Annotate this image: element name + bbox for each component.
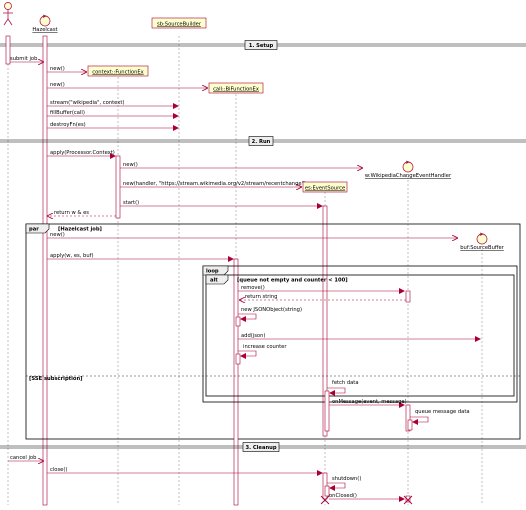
activation-handler-closed: [405, 495, 411, 503]
label-submit-job: submit job: [10, 56, 38, 62]
activation-self-fetch: [324, 390, 330, 432]
label-destroy: destroyFn(es): [50, 122, 86, 128]
label-on-closed: onClosed(): [329, 493, 357, 499]
label-return-string: return string: [245, 294, 277, 300]
source-buffer-control-icon: [476, 232, 488, 245]
participant-box-bifunction-ex: [208, 82, 264, 94]
frame-par: par [Hazelcast job]: [25, 223, 521, 440]
msg-fetch-data: [327, 387, 346, 396]
activation-hazelcast: [42, 35, 48, 506]
label-fill-buffer: fillBuffer(call): [50, 110, 85, 116]
label-queue-data: queue message data: [415, 409, 470, 415]
divider-cleanup: 3. Cleanup: [0, 442, 526, 452]
label-new-buffer: new(): [50, 232, 65, 238]
msg-shutdown: [327, 482, 346, 491]
destroy-event-handler-icon: [403, 495, 413, 505]
participant-hazelcast: Hazelcast: [32, 27, 57, 33]
label-increase-counter: increase counter: [243, 344, 287, 350]
frame-alt: alt [queue not empty and counter < 100]: [205, 274, 515, 397]
participant-box-source-builder: [151, 17, 207, 29]
label-start: start(): [123, 200, 139, 206]
svg-text:loop: loop: [206, 269, 219, 275]
label-new-handler: new(): [123, 162, 138, 168]
label-new-event-source: new(handler, "https://stream.wikimedia.o…: [123, 181, 306, 187]
participant-event-source: es:EventSource: [305, 186, 345, 192]
label-new-bifunction: new(): [50, 82, 65, 88]
label-stream: stream("wikipedia", context): [50, 100, 124, 106]
label-new-function: new(): [50, 66, 65, 72]
label-new-json: new JSONObject(string): [241, 307, 302, 313]
label-return-w-es: return w & es: [54, 210, 89, 216]
divider-run: 2. Run: [0, 136, 526, 146]
label-remove: remove(): [241, 285, 265, 291]
svg-text:2. Run: 2. Run: [252, 139, 271, 145]
label-shutdown: shutdown(): [332, 476, 361, 482]
label-apply-context: apply(Processor.Context): [50, 150, 115, 156]
activation-event-source: [322, 205, 328, 437]
participant-source-buffer: buf:SourceBuffer: [460, 245, 504, 251]
actor-icon: [3, 2, 13, 26]
label-on-message: onMessage(event, message): [332, 399, 407, 405]
activation-handler-onmessage: [405, 404, 411, 432]
svg-text:[queue not empty and counter <: [queue not empty and counter < 100]: [237, 278, 348, 284]
participant-bifunction-ex: call::BiFunctionEx: [213, 87, 259, 93]
participant-function-ex: context::FunctionEx: [92, 70, 143, 76]
activation-handler-remove: [405, 290, 411, 303]
msg-increase-counter: [238, 350, 257, 359]
hazelcast-control-icon: [39, 14, 51, 27]
participant-event-handler: w:WikipediaChangeEventHandler: [365, 173, 452, 179]
svg-text:[Hazelcast job]: [Hazelcast job]: [58, 227, 102, 233]
frame-loop: loop: [202, 265, 518, 403]
svg-text:1. Setup: 1. Setup: [249, 43, 274, 49]
svg-text:par: par: [29, 227, 39, 233]
msg-queue-data: [410, 416, 429, 425]
activation-self-shutdown: [324, 485, 330, 497]
label-cancel-job: cancel job: [10, 455, 37, 461]
msg-new-json: [238, 313, 257, 322]
activation-self-json: [235, 316, 241, 327]
divider-setup: 1. Setup: [0, 40, 526, 50]
label-apply-buf: apply(w, es, buf): [50, 253, 93, 259]
destroy-event-source-icon: [320, 495, 330, 505]
par-else-label: [SSE subscription]: [29, 376, 83, 382]
label-fetch-data: fetch data: [332, 380, 359, 386]
participant-box-event-source: [302, 181, 348, 193]
svg-text:alt: alt: [210, 278, 218, 284]
activation-function-ex: [115, 155, 121, 219]
label-add-json: add(json): [241, 333, 265, 339]
event-handler-control-icon: [402, 160, 414, 173]
label-close: close(): [50, 467, 67, 473]
activation-self-queue: [407, 419, 413, 431]
activation-actor: [5, 35, 11, 65]
participant-box-function-ex: [87, 65, 149, 77]
activation-self-counter: [235, 353, 241, 365]
activation-bifunction-ex: [233, 258, 239, 506]
participant-source-builder: sb:SourceBuilder: [157, 22, 202, 28]
svg-text:3. Cleanup: 3. Cleanup: [245, 445, 276, 451]
